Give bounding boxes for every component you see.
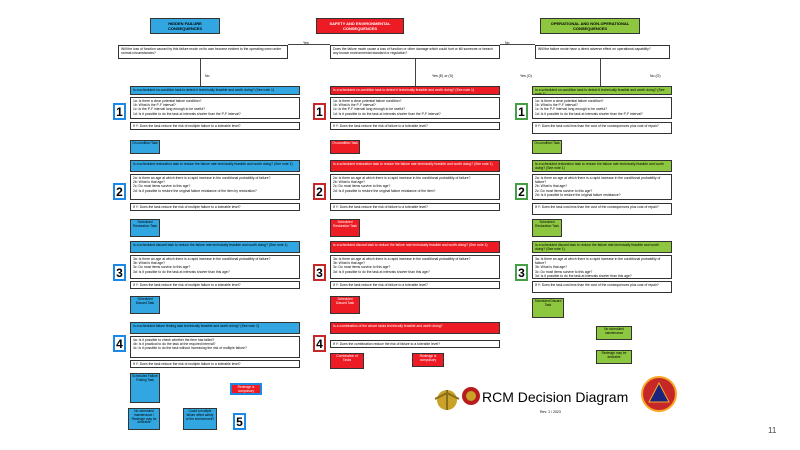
red-task-4: Combination of Tasks xyxy=(330,353,364,369)
red-q2-cost: If Y: Does the task reduce the risk of f… xyxy=(330,203,500,211)
yes-o-label: Yes (O) xyxy=(520,74,532,78)
green-task-2: Scheduled Restoration Task xyxy=(532,219,562,237)
red-q1-detail: 1a: Is there a clear potential failure c… xyxy=(330,97,500,119)
step-number: 3 xyxy=(515,264,528,281)
no-label: No xyxy=(505,41,510,45)
red-task-2: Scheduled Restoration Task xyxy=(330,219,360,237)
step-number: 2 xyxy=(313,183,326,200)
yes-e-label: Yes (E) or (S) xyxy=(432,74,454,78)
green-q3: Is a scheduled discard task to reduce th… xyxy=(532,241,672,253)
step-number: 4 xyxy=(113,335,126,352)
green-task-3: Scheduled Discard Task xyxy=(532,298,564,318)
step-number: 3 xyxy=(313,264,326,281)
blue-no-sched: No scheduled maintenance / Redesign may … xyxy=(128,408,160,430)
green-q1: Is a scheduled on-condition task to dete… xyxy=(532,86,672,95)
step-number: 2 xyxy=(515,183,528,200)
yes-label: Yes xyxy=(303,41,309,45)
green-q2: Is a scheduled restoration task to reduc… xyxy=(532,160,672,172)
connector xyxy=(600,59,601,86)
green-q2-detail: 2a: Is there an age at which there is a … xyxy=(532,174,672,200)
blue-q4: Is a scheduled failure finding task tech… xyxy=(130,322,300,334)
red-q1: Is a scheduled on-condition task to dete… xyxy=(330,86,500,95)
blue-q1-detail: 1a: Is there a clear potential failure c… xyxy=(130,97,300,119)
step-number: 3 xyxy=(113,264,126,281)
blue-q3-detail: 3a: Is there an age at which there is a … xyxy=(130,255,300,279)
blue-task-3: Scheduled Discard Task xyxy=(130,296,160,314)
step-number: 5 xyxy=(233,413,246,430)
seal-icon xyxy=(641,376,677,412)
red-q3-cost: If Y: Does the task reduce the risk of f… xyxy=(330,281,500,289)
step-number: 1 xyxy=(113,103,126,120)
connector xyxy=(200,59,201,86)
page-number: 11 xyxy=(768,426,777,435)
blue-q1: Is a scheduled on-condition task to dete… xyxy=(130,86,300,95)
red-q1-cost: If Y: Does the task reduce the risk of f… xyxy=(330,122,500,130)
red-task-3: Scheduled Discard Task xyxy=(330,296,360,314)
blue-q2-detail: 2a: Is there an age at which there is a … xyxy=(130,174,300,200)
red-task-1: On-condition Task xyxy=(330,140,360,154)
evident-question: Will the loss of function caused by this… xyxy=(118,45,288,59)
blue-combination: Could a multiple failure affect safety o… xyxy=(183,408,217,430)
hidden-failure-header: HIDDEN FAILURE CONSEQUENCES xyxy=(150,18,220,34)
safety-question: Does the failure mode cause a loss of fu… xyxy=(330,45,500,59)
green-q1-detail: 1a: Is there a clear potential failure c… xyxy=(532,97,672,119)
no-label: No xyxy=(205,74,210,78)
operational-question: Will the failure mode have a direct adve… xyxy=(535,45,670,59)
red-q3: Is a scheduled discard task to reduce th… xyxy=(330,241,500,253)
step-number: 4 xyxy=(313,335,326,352)
red-q2-detail: 2a: Is there an age at which there is a … xyxy=(330,174,500,200)
blue-q2: Is a scheduled restoration task to reduc… xyxy=(130,160,300,172)
connector xyxy=(500,44,535,45)
red-q4: Is a combination of the above tasks tech… xyxy=(330,322,500,334)
red-redesign: Redesign is compulsory xyxy=(412,353,444,367)
step-number: 2 xyxy=(113,183,126,200)
blue-task-1: On-condition Task xyxy=(130,140,160,154)
green-q3-cost: If Y: Does the task cost less than the c… xyxy=(532,281,672,293)
red-q3-detail: 3a: Is there an age at which there is a … xyxy=(330,255,500,279)
green-no-sched: No scheduled maintenance xyxy=(596,326,632,340)
blue-q4-detail: 4a: Is it possible to check whether the … xyxy=(130,336,300,358)
green-redesign: Redesign may be desirable xyxy=(596,350,632,364)
blue-q4-cost: If Y: Does the task reduce the risk of m… xyxy=(130,360,300,368)
red-q2: Is a scheduled restoration task to reduc… xyxy=(330,160,500,172)
blue-task-2: Scheduled Restoration Task xyxy=(130,219,160,237)
no-o-label: No (O) xyxy=(650,74,661,78)
green-q2-cost: If Y: Does the task cost less than the c… xyxy=(532,203,672,215)
safety-header: SAFETY AND ENVIRONMENTAL CONSEQUENCES xyxy=(316,18,404,34)
connector xyxy=(288,44,330,45)
blue-q3: Is a scheduled discard task to reduce th… xyxy=(130,241,300,253)
blue-q2-cost: If Y: Does the task reduce the risk of m… xyxy=(130,203,300,211)
diagram-title: RCM Decision Diagram xyxy=(482,389,629,405)
step-number: 1 xyxy=(515,103,528,120)
blue-q3-cost: If Y: Does the task reduce the risk of m… xyxy=(130,281,300,289)
connector xyxy=(415,59,416,86)
blue-task-4: Scheduled Failure Finding Task xyxy=(130,373,160,403)
red-q4-cost: If Y: Does the combination reduce the ri… xyxy=(330,340,500,348)
emblem-icon xyxy=(434,390,460,410)
green-q3-detail: 3a: Is there an age at which there is a … xyxy=(532,255,672,279)
blue-redesign: Redesign is compulsory xyxy=(230,383,262,395)
step-number: 1 xyxy=(313,103,326,120)
blue-q1-cost: If Y: Does the task reduce the risk of m… xyxy=(130,122,300,130)
globe-icon xyxy=(462,387,480,405)
operational-header: OPERATIONAL AND NON-OPERATIONAL CONSEQUE… xyxy=(540,18,640,34)
revision-note: Rev: 1 / 2023 xyxy=(540,410,561,414)
green-task-1: On-condition Task xyxy=(532,140,562,154)
green-q1-cost: If Y: Does the task cost less than the c… xyxy=(532,122,672,134)
